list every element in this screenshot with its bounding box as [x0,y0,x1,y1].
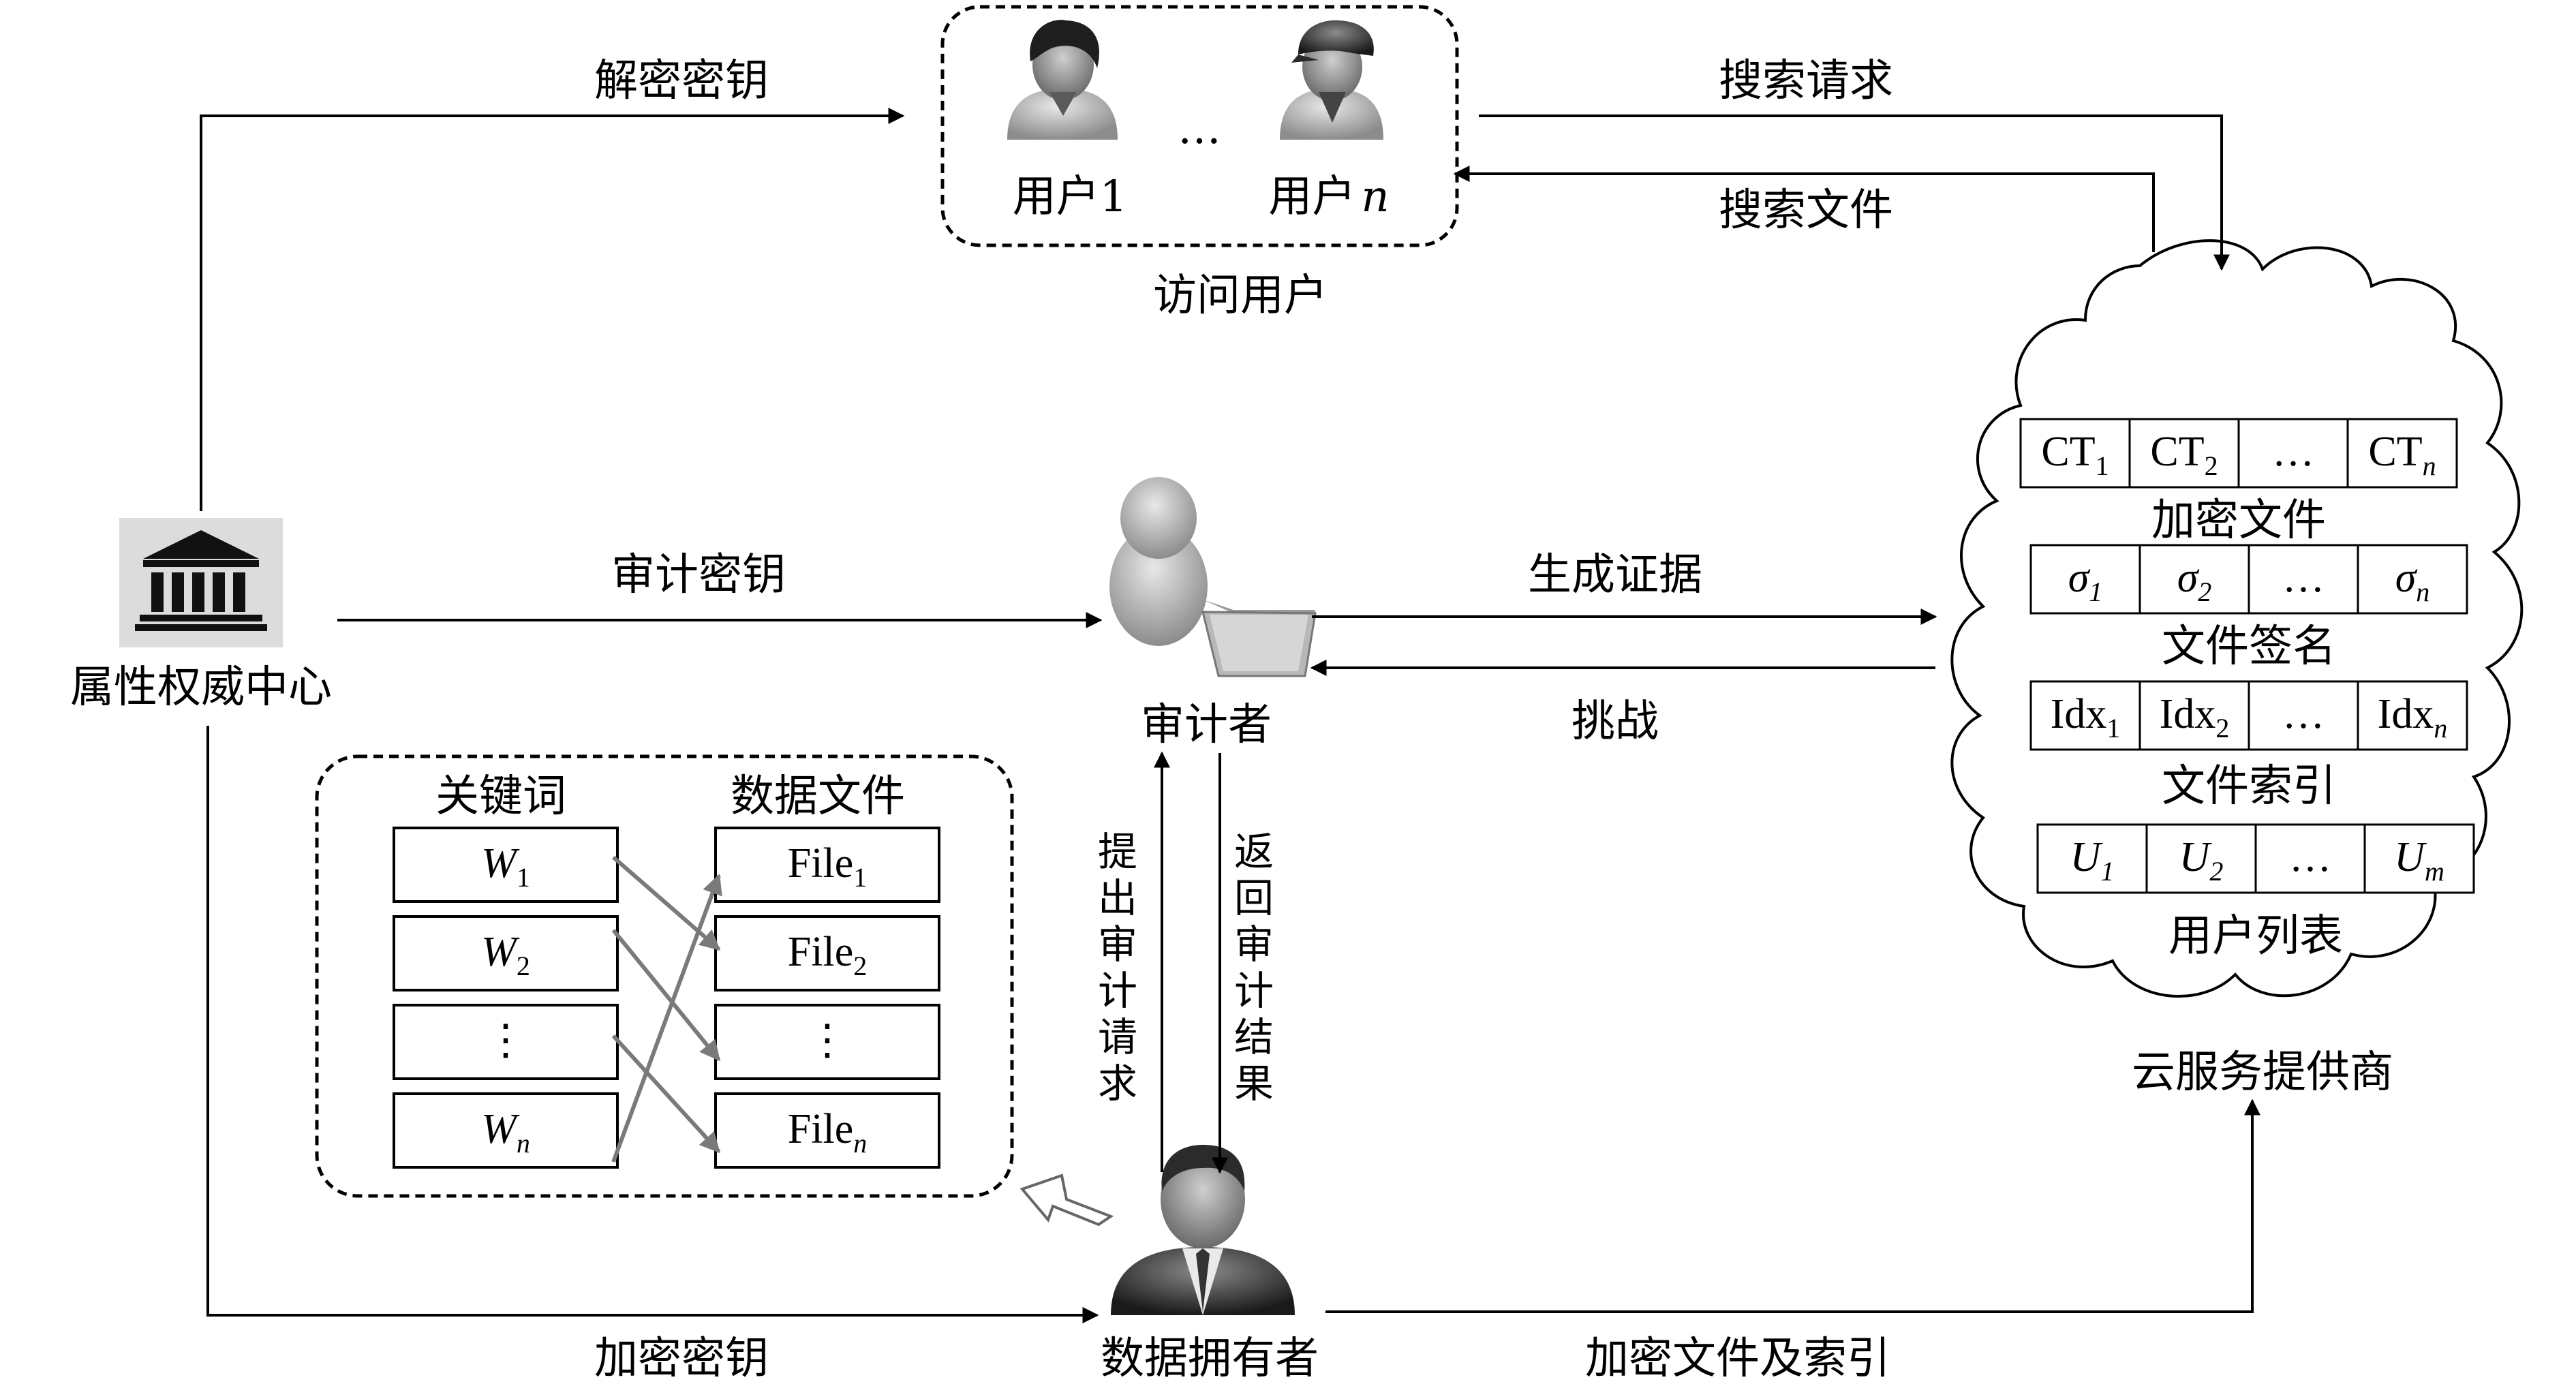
cloud-table-cell-text: U1 [2070,834,2115,887]
owner-to-index-hollow-arrow-icon [1019,1173,1114,1227]
cloud-table-cell [2036,823,2148,894]
users-group-caption: 访问用户 [1153,271,1328,321]
cloud-table-cell-text: σn [2395,555,2430,607]
users-group-box [940,5,1459,247]
cloud-table-cell-text: Idxn [2378,691,2448,743]
cloud-table-cell [2138,680,2250,751]
file-cell [714,827,940,903]
cloud-table-cell [2029,680,2141,751]
decrypt-key-arrow [200,108,905,511]
auditor-laptop-icon [1109,477,1317,677]
file-cell [714,1004,940,1080]
cloud-table-cell [2357,544,2468,615]
data-owner-businessman-icon [1111,1145,1295,1315]
auditor-label: 审计者 [1141,700,1272,750]
file-cell-text: File1 [788,840,867,893]
keyword-cell-text: W2 [481,929,530,981]
keyword-cell-text: Wn [481,1106,530,1158]
cloud-storage-tables: CT1 CT2 … CTn 加密文件 σ1 σ2 … σn 文件签名 Idx1 Idx2 … Idxn 文件… [2019,418,2475,962]
cloud-table-caption: 用户列表 [2168,911,2343,962]
keyword-cell [393,915,619,991]
cloud-table-cell [2346,418,2458,489]
cloud-table-cell [2254,823,2366,894]
keyword-cell-text: W1 [481,840,530,893]
audit-key-label: 审计密钥 [611,550,786,600]
data-owner-label: 数据拥有者 [1101,1334,1319,1384]
cloud-table-cell-text: σ1 [2068,555,2103,607]
search-request-label: 搜索请求 [1719,56,1893,106]
challenge-label: 挑战 [1571,696,1659,747]
keywords-header: 关键词 [435,771,566,822]
keyword-cell [393,1092,619,1169]
cloud-table-cell [2019,418,2131,489]
keyword-cell-text: ⋮ [485,1017,527,1064]
search-file-arrow [1453,166,2155,252]
decrypt-key-label: 解密密钥 [594,56,769,106]
usern-avatar-icon [1280,20,1383,140]
cloud-table-cell-text: … [2289,834,2331,880]
cloud-table-cell-text: U2 [2179,834,2224,887]
cloud-table-cell [2138,544,2250,615]
search-file-label: 搜索文件 [1719,185,1893,236]
file-cell [714,915,940,991]
file-cell-text: File2 [788,929,867,981]
cloud-table-caption: 文件签名 [2162,621,2336,672]
cloud-table-cell-text: CTn [2368,429,2436,481]
users-ellipsis: … [1178,104,1221,154]
cloud-table-cell-text: CT2 [2150,429,2218,481]
search-request-arrow [1479,114,2230,271]
cloud-table-cell-text: … [2282,555,2325,601]
cloud-table-cell-text: CT1 [2041,429,2109,481]
cloud-table-cell-text: Idx1 [2051,691,2121,743]
file-cell-text: ⋮ [806,1017,848,1064]
cloud-table-cell-text: Idx2 [2160,691,2230,743]
encrypt-key-label: 加密密钥 [594,1334,769,1384]
encrypted-file-index-label: 加密文件及索引 [1585,1334,1890,1384]
submit-audit-request-label: 提出审计请求 [1098,829,1137,1107]
cloud-table-cell [2248,680,2359,751]
cloud-table-cell [2357,680,2468,751]
files-header: 数据文件 [731,771,905,822]
keyword-cell [393,827,619,903]
cloud-table-cell [2237,418,2349,489]
cloud-table-caption: 加密文件 [2151,495,2326,546]
file-cell-text: Filen [788,1106,867,1158]
encrypt-key-arrow [206,726,1099,1323]
index-group-box [315,754,1014,1198]
user1-label: 用户1 [1013,172,1128,222]
encrypted-file-index-arrow [1325,1098,2260,1313]
cloud-table-cell [2145,823,2257,894]
cloud-table-cell-text: σ2 [2177,555,2212,607]
cloud-table-cell-text: … [2282,691,2325,737]
cloud-table-cell [2248,544,2359,615]
cloud-table-cell [2363,823,2475,894]
cloud-label: 云服务提供商 [2132,1047,2393,1098]
cloud-table-cell-text: Um [2394,834,2444,887]
user1-avatar-icon [1007,20,1118,140]
generate-proof-label: 生成证据 [1528,550,1702,600]
cloud-table-caption: 文件索引 [2162,761,2336,812]
authority-label: 属性权威中心 [70,662,332,713]
keyword-file-links [611,855,722,1163]
cloud-table-cell-text: … [2272,429,2314,475]
return-audit-result-label: 返回审计结果 [1234,829,1274,1107]
authority-building-icon [119,518,283,647]
file-cell [714,1092,940,1169]
